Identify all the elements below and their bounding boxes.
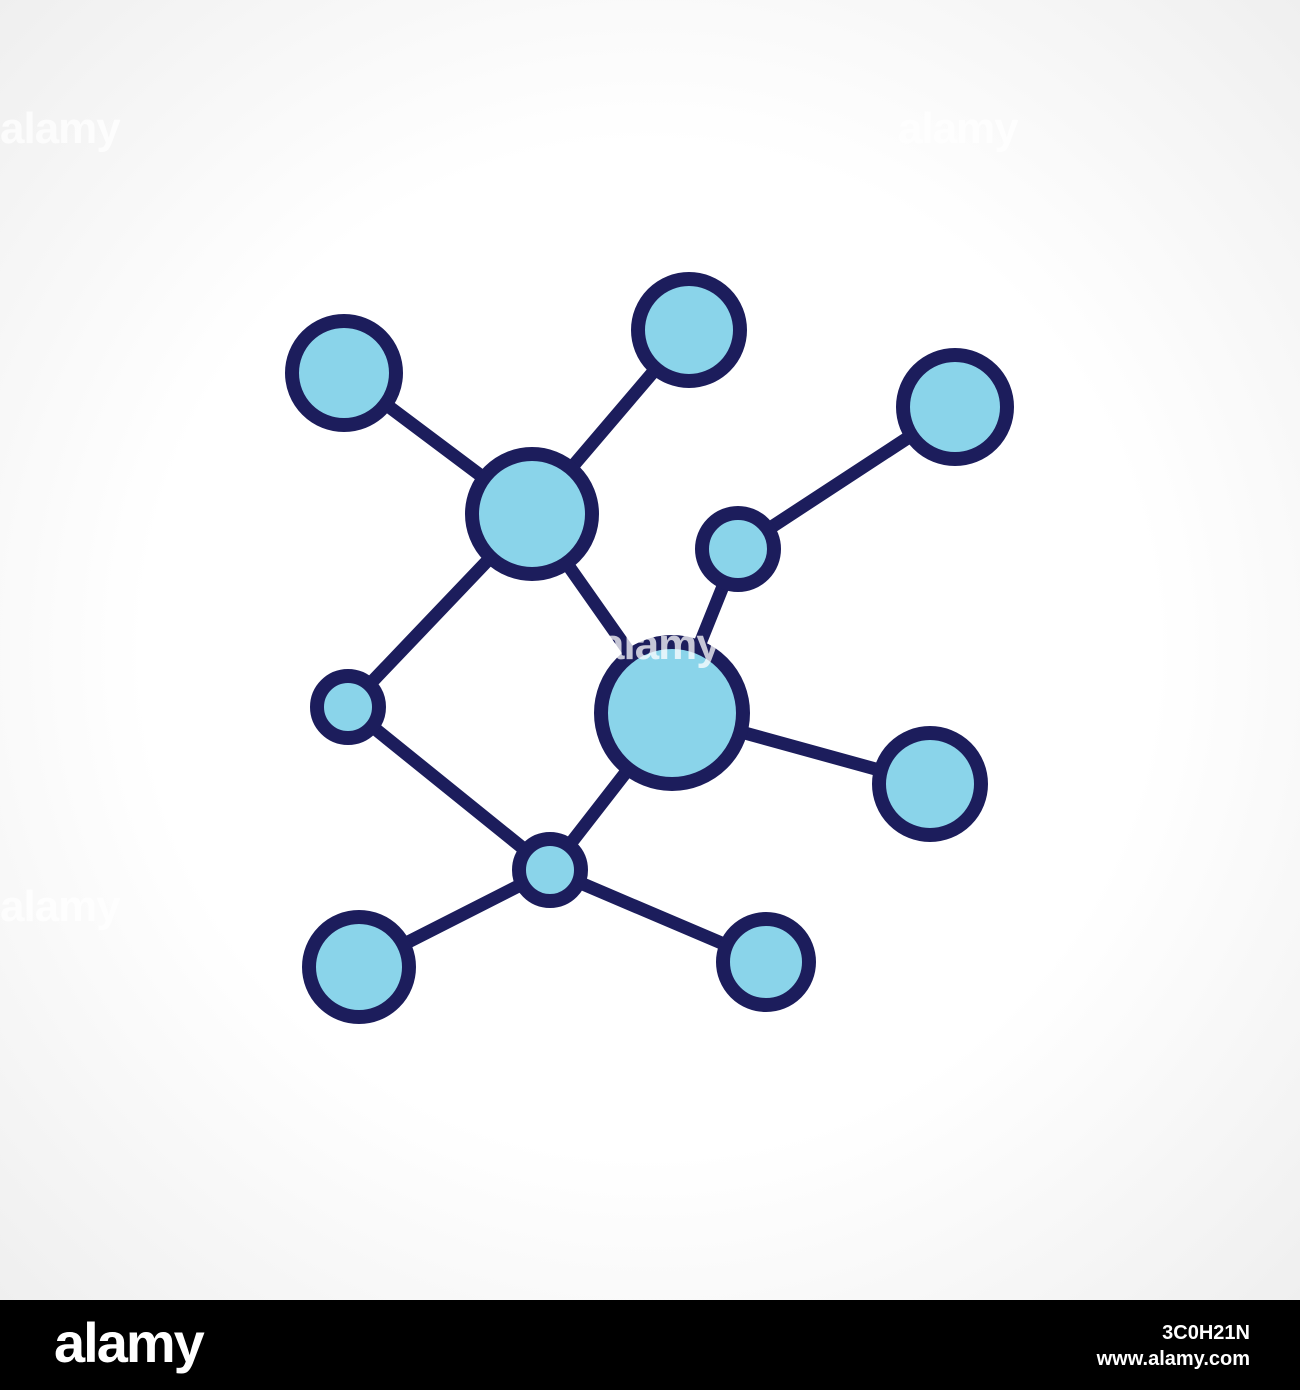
atom-top-right [896,348,1014,466]
molecule-network-icon [285,272,1014,1024]
atom-small-right [695,506,781,592]
atom-hub-center [594,635,750,791]
atom-bottom-left [302,910,416,1024]
atoms [285,272,1014,1024]
footer-bar: alamy 3C0H21N www.alamy.com [0,1300,1300,1390]
atom-mid-right [872,726,988,842]
atom-small-bottom [512,832,588,908]
atom-top-center [631,272,747,388]
atom-small-left [310,669,386,745]
atom-top-left [285,314,403,432]
alamy-logo: alamy [54,1311,205,1374]
bond-line [341,700,557,877]
atom-hub-upper [465,447,599,581]
site-url: www.alamy.com [1096,1348,1250,1370]
atom-bottom-right [716,912,816,1012]
image-info: 3C0H21N www.alamy.com [1097,1320,1250,1372]
molecule-illustration: alamy alamy alamy alamy alamy [0,0,1300,1300]
image-id: 3C0H21N [1162,1322,1250,1344]
